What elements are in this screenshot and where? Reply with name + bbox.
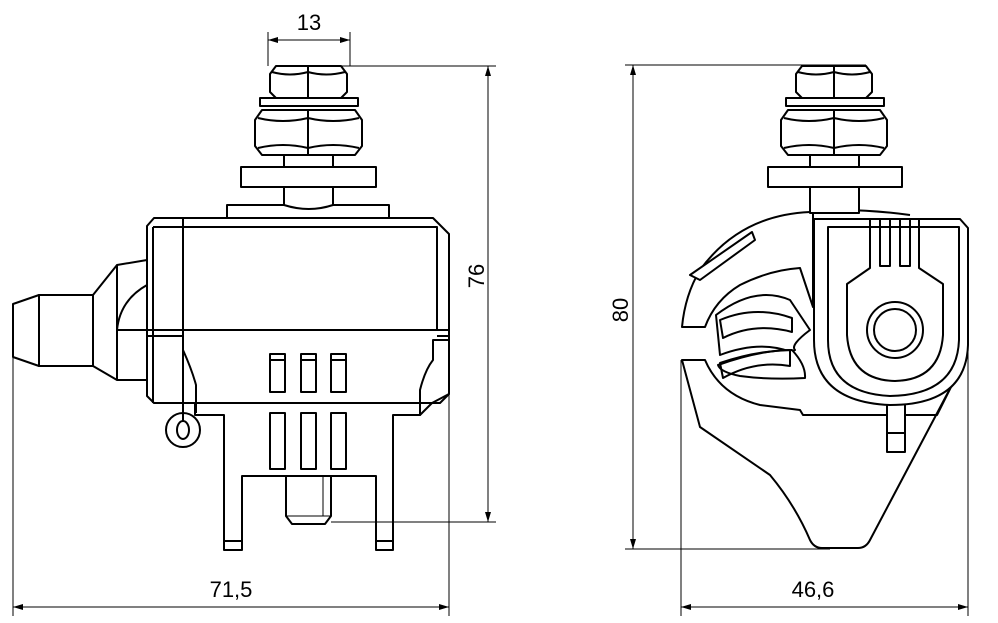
dimension-label-80: 80 [608, 298, 633, 322]
cable-tube [12, 259, 148, 381]
side-view: 80 46,6 [608, 64, 969, 616]
dimension-nut-width: 13 [267, 10, 351, 66]
front-view: 13 76 71,5 [12, 10, 496, 616]
cable-channel [715, 294, 811, 380]
eyelet [165, 403, 201, 448]
dimension-side-width: 46,6 [680, 340, 969, 616]
dimension-label-46-6: 46,6 [792, 577, 835, 602]
upper-jaw [681, 209, 911, 328]
dimension-front-width: 71,5 [12, 357, 450, 616]
dimension-label-13: 13 [297, 10, 321, 35]
lower-jaw [681, 359, 954, 549]
connector-housing [813, 218, 969, 406]
dimension-label-71-5: 71,5 [210, 577, 253, 602]
dimension-label-76: 76 [464, 264, 489, 288]
dimension-front-height: 76 [331, 65, 496, 523]
side-bolt-assembly [767, 65, 903, 214]
body-legs [194, 402, 421, 551]
main-body [146, 217, 450, 420]
dimension-side-height: 80 [608, 64, 866, 550]
bolt-assembly [226, 65, 390, 219]
